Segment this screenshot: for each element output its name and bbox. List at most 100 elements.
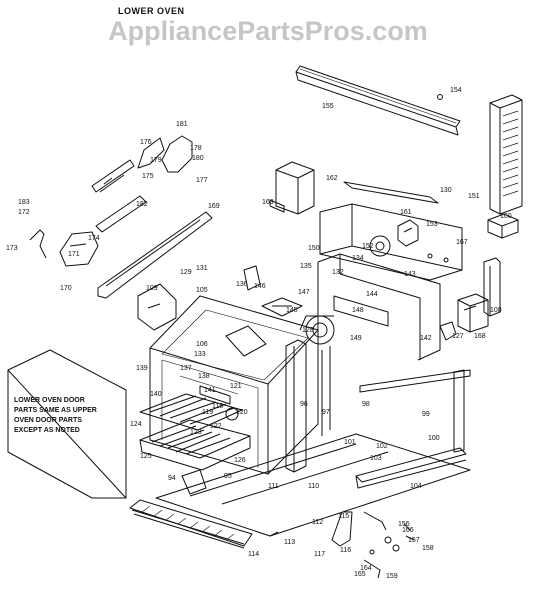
part-callout-label: 177 <box>196 177 208 184</box>
part-callout-label: 136 <box>236 281 248 288</box>
long-bracket-part <box>97 211 213 299</box>
part-callout-label: 143 <box>404 271 416 278</box>
part-callout-label: 126 <box>234 457 246 464</box>
part-callout-label: 95 <box>224 473 232 480</box>
broiler-pan-part <box>139 419 251 471</box>
part-callout-label: 119 <box>202 409 213 416</box>
part-callout-label: 108 <box>490 307 502 314</box>
part-callout-label: 105 <box>196 287 208 294</box>
part-callout-label: 166 <box>402 527 414 534</box>
part-callout-label: 133 <box>194 351 206 358</box>
part-callout-label: 138 <box>198 373 210 380</box>
bracket-part <box>483 257 501 317</box>
part-callout-label: 116 <box>340 547 351 554</box>
part-callout-label: 153 <box>426 221 438 228</box>
part-callout-label: 149 <box>350 335 362 342</box>
part-callout-label: 110 <box>308 483 319 490</box>
vent-panel-part <box>489 94 523 215</box>
note-line: OVEN DOOR PARTS <box>14 417 82 424</box>
part-callout-label: 174 <box>88 235 100 242</box>
part-callout-label: 167 <box>456 239 468 246</box>
clip-part <box>439 321 457 341</box>
part-callout-label: 146 <box>254 283 266 290</box>
part-callout-label: 130 <box>440 187 452 194</box>
bracket-part <box>487 213 519 239</box>
door-panel-part <box>7 349 127 499</box>
diagram-title: LOWER OVEN <box>118 6 185 16</box>
watermark: AppliancePartsPros.com <box>108 16 428 46</box>
part-callout-label: 102 <box>376 443 388 450</box>
part-callout-label: 172 <box>18 209 30 216</box>
part-callout-label: 161 <box>400 209 412 216</box>
part-callout-label: 135 <box>300 263 312 270</box>
part-callout-label: 150 <box>308 245 320 252</box>
part-callout-label: 124 <box>130 421 142 428</box>
part-callout-label: 156 <box>398 521 410 528</box>
part-callout-label: 134 <box>352 255 364 262</box>
part-callout-label: 123 <box>190 429 202 436</box>
part-callout-label: 137 <box>180 365 192 372</box>
part-callout-label: 131 <box>196 265 208 272</box>
part-callout-label: 165 <box>354 571 366 578</box>
part-callout-label: 180 <box>192 155 204 162</box>
part-callout-label: 140 <box>150 391 162 398</box>
part-callout-label: 183 <box>18 199 30 206</box>
part-callout-label: 115 <box>338 513 349 520</box>
part-callout-label: 125 <box>140 453 152 460</box>
switch-part <box>397 219 419 247</box>
knob-part <box>225 407 239 421</box>
part-callout-label: 100 <box>428 435 440 442</box>
part-callout-label: 170 <box>60 285 72 292</box>
part-callout-label: 112 <box>312 519 323 526</box>
side-rail-part <box>355 369 471 489</box>
part-callout-label: 113 <box>284 539 295 546</box>
part-callout-label: 181 <box>176 121 188 128</box>
part-callout-label: 182 <box>136 201 148 208</box>
bracket-part <box>243 265 261 291</box>
part-callout-label: 179 <box>150 157 162 164</box>
part-callout-label: 96 <box>300 401 308 408</box>
door-note: LOWER OVEN DOOR PARTS SAME AS UPPER OVEN… <box>14 396 124 436</box>
part-callout-label: 128 <box>302 327 314 334</box>
part-callout-label: 141 <box>204 387 216 394</box>
top-rail-part <box>295 65 461 136</box>
part-callout-label: 132 <box>332 269 344 276</box>
part-callout-label: 122 <box>210 423 222 430</box>
clip-part <box>181 469 207 495</box>
bracket-box-part <box>269 161 315 215</box>
part-callout-label: 98 <box>362 401 370 408</box>
part-callout-label: 175 <box>142 173 154 180</box>
part-callout-label: 164 <box>360 565 372 572</box>
rod-part <box>321 346 331 436</box>
part-callout-label: 176 <box>140 139 152 146</box>
part-callout-label: 158 <box>422 545 434 552</box>
part-callout-label: 145 <box>286 307 298 314</box>
part-callout-label: 99 <box>422 411 430 418</box>
strip-part <box>343 181 439 204</box>
part-callout-label: 148 <box>352 307 364 314</box>
part-callout-label: 154 <box>450 87 462 94</box>
kick-panel-part <box>129 499 253 549</box>
part-callout-label: 142 <box>420 335 432 342</box>
part-callout-label: 104 <box>410 483 422 490</box>
part-callout-label: 120 <box>236 409 248 416</box>
part-callout-label: 109 <box>146 285 158 292</box>
floor-frame-part <box>155 433 471 537</box>
part-callout-label: 159 <box>386 573 398 580</box>
part-callout-label: 114 <box>248 551 259 558</box>
control-bracket-part <box>319 203 463 281</box>
note-line: EXCEPT AS NOTED <box>14 427 80 434</box>
mount-bracket-part <box>137 283 177 331</box>
outer-wrapper-part <box>317 253 441 361</box>
part-callout-label: 171 <box>68 251 80 258</box>
part-callout-label: 157 <box>408 537 420 544</box>
part-callout-label: 147 <box>298 289 310 296</box>
part-callout-label: 160 <box>500 213 512 220</box>
spring-part <box>29 229 47 259</box>
part-callout-label: 152 <box>362 243 374 250</box>
part-callout-label: 127 <box>452 333 464 340</box>
hinge-bracket-part <box>91 135 193 233</box>
hardware-part <box>331 511 415 579</box>
part-callout-label: 118 <box>212 403 223 410</box>
